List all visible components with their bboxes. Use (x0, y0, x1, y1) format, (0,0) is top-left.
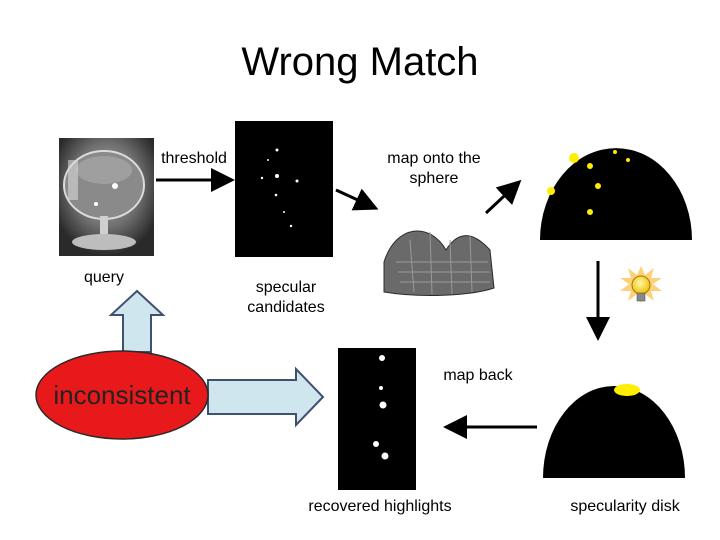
block-arrow-right (207, 366, 325, 428)
to-sphere-arrow (484, 179, 522, 215)
specularity-disk-label: specularity disk (570, 498, 680, 515)
map-onto-label: map onto the sphere (364, 149, 504, 189)
specular-candidates-label: specular candidates (231, 278, 341, 318)
block-arrow-up (108, 289, 166, 353)
query-label: query (83, 269, 125, 286)
map-onto-label-line2: sphere (409, 170, 459, 187)
map-onto-label-line1: map onto the (387, 150, 481, 167)
query-image (59, 138, 154, 256)
map-back-label: map back (443, 367, 513, 384)
light-bulb-icon (620, 266, 662, 303)
map-onto-arrow (335, 188, 379, 211)
threshold-image (235, 121, 333, 257)
candidate-sphere-image (540, 148, 692, 240)
specular-candidates-line1: specular (255, 279, 317, 296)
recovered-highlights-image (338, 348, 416, 490)
page-title: Wrong Match (241, 40, 479, 84)
surface-plot-image (383, 230, 495, 296)
inconsistent-ellipse (35, 350, 209, 440)
specularity-disk-image (543, 384, 685, 478)
inconsistent-label: inconsistent (53, 380, 191, 410)
threshold-label: threshold (161, 150, 227, 167)
recovered-highlights-label: recovered highlights (308, 498, 452, 515)
specular-candidates-line2: candidates (247, 299, 325, 316)
